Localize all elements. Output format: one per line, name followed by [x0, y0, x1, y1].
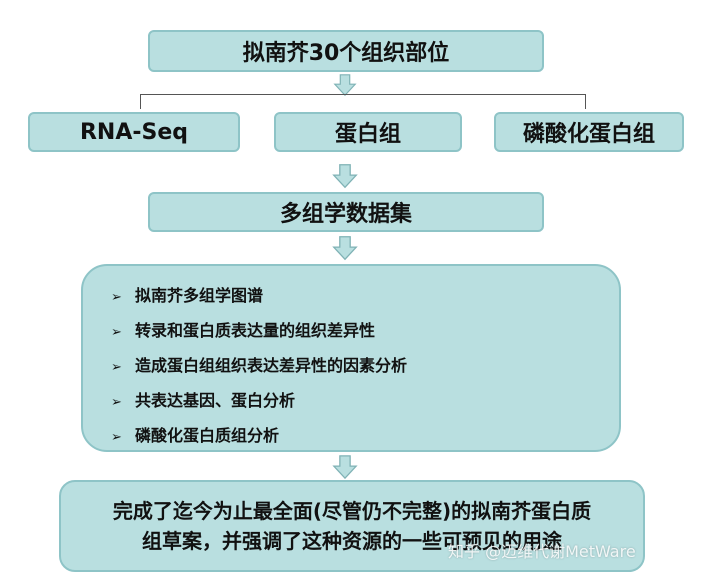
- list-item: ➢拟南芥多组学图谱: [111, 278, 619, 313]
- list-item: ➢造成蛋白组组织表达差异性的因素分析: [111, 348, 619, 383]
- list-item: ➢转录和蛋白质表达量的组织差异性: [111, 313, 619, 348]
- method-node-rnaseq: RNA-Seq: [28, 112, 240, 152]
- down-arrow-icon: [332, 164, 358, 189]
- watermark: 知乎 @迈维代谢MetWare: [448, 542, 636, 561]
- conclusion-line-2: 组草案，并强调了这种资源的一些可预见的用途: [142, 529, 562, 553]
- dataset-node-label: 多组学数据集: [279, 202, 412, 227]
- down-arrow-icon: [332, 455, 358, 479]
- arrow-right-icon: ➢: [111, 290, 122, 305]
- method-node-label: RNA-Seq: [79, 119, 189, 145]
- method-node-label: 磷酸化蛋白组: [522, 122, 655, 147]
- down-arrow-icon: [333, 74, 357, 96]
- list-item: ➢共表达基因、蛋白分析: [111, 383, 619, 418]
- method-node-phosphoproteome: 磷酸化蛋白组: [494, 112, 684, 152]
- arrow-right-icon: ➢: [111, 430, 122, 445]
- branch-connector: [140, 94, 586, 109]
- top-node-label: 拟南芥30个组织部位: [242, 41, 450, 66]
- list-item: ➢磷酸化蛋白质组分析: [111, 418, 619, 453]
- conclusion-node: 完成了迄今为止最全面(尽管仍不完整)的拟南芥蛋白质 组草案，并强调了这种资源的一…: [59, 480, 645, 572]
- top-node: 拟南芥30个组织部位: [148, 30, 544, 72]
- arrow-right-icon: ➢: [111, 360, 122, 375]
- method-node-label: 蛋白组: [334, 122, 401, 147]
- method-node-proteome: 蛋白组: [274, 112, 462, 152]
- arrow-right-icon: ➢: [111, 395, 122, 410]
- dataset-node: 多组学数据集: [148, 192, 544, 232]
- results-list: ➢拟南芥多组学图谱 ➢转录和蛋白质表达量的组织差异性 ➢造成蛋白组组织表达差异性…: [111, 278, 619, 453]
- results-panel: ➢拟南芥多组学图谱 ➢转录和蛋白质表达量的组织差异性 ➢造成蛋白组组织表达差异性…: [81, 264, 621, 452]
- arrow-right-icon: ➢: [111, 325, 122, 340]
- conclusion-line-1: 完成了迄今为止最全面(尽管仍不完整)的拟南芥蛋白质: [112, 499, 592, 523]
- down-arrow-icon: [332, 236, 358, 261]
